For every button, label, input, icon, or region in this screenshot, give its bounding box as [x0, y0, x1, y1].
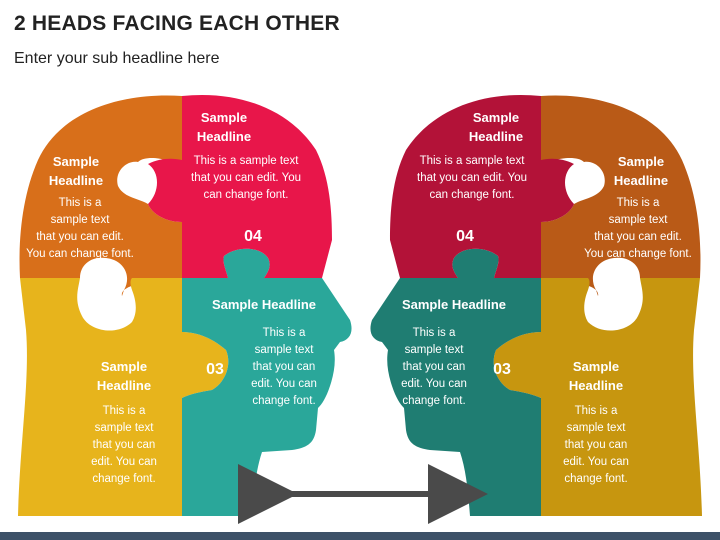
left-piece-04-text: Sample Headline This is a sample text th… — [191, 110, 301, 245]
left-body-04-line3: can change font. — [203, 189, 288, 201]
right-body-03-line5: change font. — [402, 395, 465, 407]
right-headline-01-line1: Sample — [618, 154, 664, 169]
right-body-02-line4: edit. You can — [563, 456, 629, 468]
left-piece-02-text: 02 Sample Headline This is a sample text… — [91, 307, 157, 485]
right-piece-01-text: 01 Sample Headline This is a sample text… — [570, 154, 692, 260]
left-number-03: 03 — [206, 361, 224, 378]
right-headline-02-line1: Sample — [573, 359, 619, 374]
right-headline-04-line1: Sample — [473, 110, 519, 125]
page-subtitle: Enter your sub headline here — [14, 50, 220, 67]
left-body-03-line4: edit. You can — [251, 378, 317, 390]
right-piece-04-text: Sample Headline This is a sample text th… — [417, 110, 527, 245]
left-body-04-line2: that you can edit. You — [191, 172, 301, 184]
right-body-02-line2: sample text — [567, 422, 627, 434]
left-piece-03 — [182, 248, 352, 517]
right-headline-02-line2: Headline — [569, 378, 623, 393]
left-body-02-line2: sample text — [95, 422, 155, 434]
left-body-01-line2: sample text — [51, 214, 111, 226]
left-body-03-line2: sample text — [255, 344, 315, 356]
left-body-01-line3: that you can edit. — [36, 231, 124, 243]
left-piece-04 — [148, 94, 332, 278]
page-title: 2 HEADS FACING EACH OTHER — [14, 12, 340, 35]
left-body-01-line1: This is a — [59, 197, 102, 209]
right-piece-02 — [493, 278, 702, 516]
right-body-04-line1: This is a sample text — [420, 155, 526, 167]
left-headline-02-line2: Headline — [97, 378, 151, 393]
left-number-04: 04 — [244, 228, 262, 245]
right-body-02-line5: change font. — [564, 473, 627, 485]
right-body-01-line4: You can change font. — [584, 248, 692, 260]
left-number-02: 02 — [99, 307, 117, 324]
right-number-02: 02 — [601, 307, 619, 324]
left-headline-02-line1: Sample — [101, 359, 147, 374]
left-body-02-line4: edit. You can — [91, 456, 157, 468]
right-number-03: 03 — [493, 361, 511, 378]
left-number-01: 01 — [131, 183, 149, 200]
right-body-01-line2: sample text — [609, 214, 669, 226]
left-piece-03-text: Sample Headline 03 This is a sample text… — [206, 297, 317, 407]
right-body-04-line3: can change font. — [429, 189, 514, 201]
left-headline-03: Sample Headline — [212, 297, 316, 312]
right-body-02-line3: that you can — [565, 439, 628, 451]
left-body-04-line1: This is a sample text — [194, 155, 300, 167]
left-body-02-line1: This is a — [103, 405, 146, 417]
left-piece-01-text: 01 Sample Headline This is a sample text… — [26, 154, 149, 260]
left-body-02-line5: change font. — [92, 473, 155, 485]
left-body-02-line3: that you can — [93, 439, 156, 451]
right-piece-04 — [390, 94, 574, 278]
left-body-03-line3: that you can — [253, 361, 316, 373]
left-head — [18, 94, 352, 517]
left-headline-04-line1: Sample — [201, 110, 247, 125]
right-body-01-line1: This is a — [617, 197, 660, 209]
left-body-03-line1: This is a — [263, 327, 306, 339]
left-body-03-line5: change font. — [252, 395, 315, 407]
right-headline-01-line2: Headline — [614, 173, 668, 188]
left-piece-02 — [18, 278, 229, 516]
right-headline-03: Sample Headline — [402, 297, 506, 312]
right-body-03-line2: sample text — [405, 344, 465, 356]
right-number-04: 04 — [456, 228, 474, 245]
right-body-03-line1: This is a — [413, 327, 456, 339]
right-body-03-line4: edit. You can — [401, 378, 467, 390]
right-body-02-line1: This is a — [575, 405, 618, 417]
right-body-04-line2: that you can edit. You — [417, 172, 527, 184]
right-headline-04-line2: Headline — [469, 129, 523, 144]
right-piece-03-text: Sample Headline 03 This is a sample text… — [401, 297, 511, 407]
right-number-01: 01 — [570, 183, 588, 200]
left-headline-01-line1: Sample — [53, 154, 99, 169]
right-piece-03 — [370, 248, 541, 517]
bottom-bar — [0, 532, 720, 540]
right-piece-01 — [541, 95, 701, 296]
right-head — [370, 94, 702, 517]
left-headline-01-line2: Headline — [49, 173, 103, 188]
right-piece-02-text: 02 Sample Headline This is a sample text… — [563, 307, 629, 485]
left-piece-01 — [19, 95, 182, 296]
right-body-03-line3: that you can — [403, 361, 466, 373]
left-headline-04-line2: Headline — [197, 129, 251, 144]
left-body-01-line4: You can change font. — [26, 248, 134, 260]
right-body-01-line3: that you can edit. — [594, 231, 682, 243]
